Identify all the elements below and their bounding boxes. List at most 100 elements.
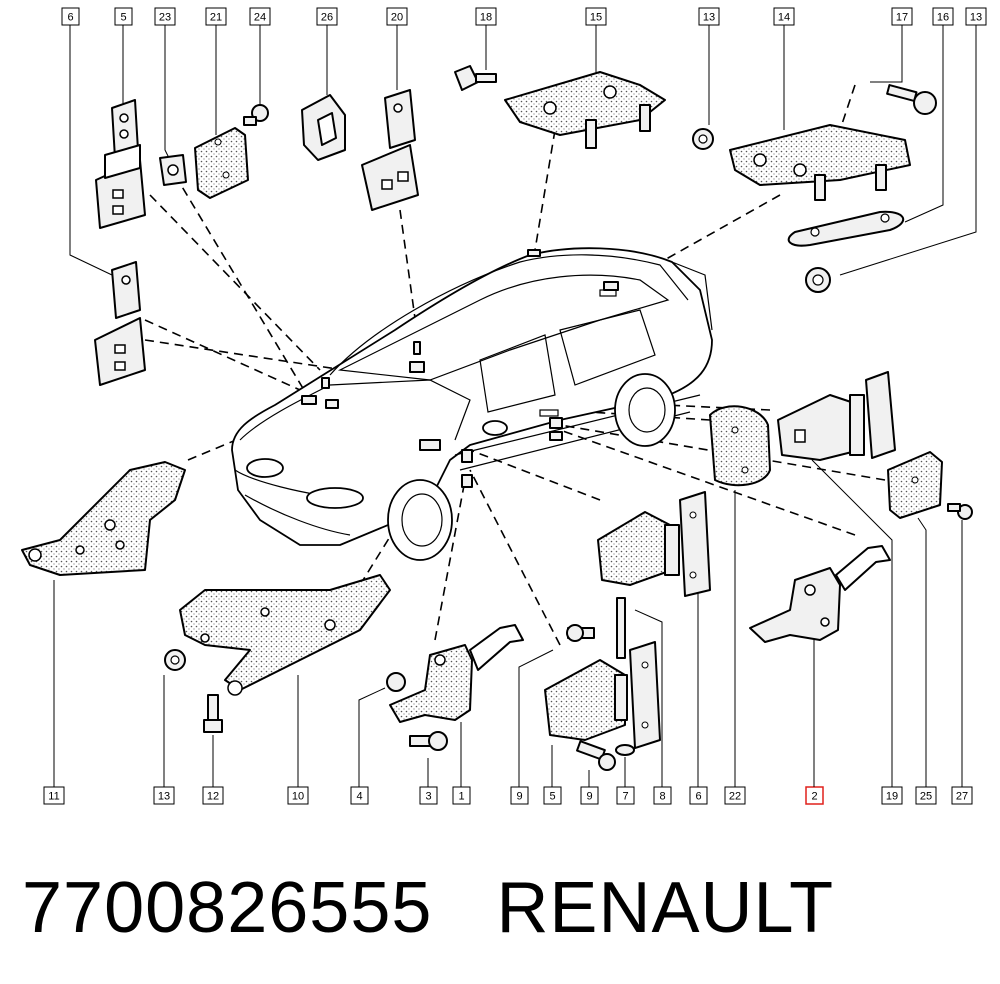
svg-text:17: 17 (896, 12, 908, 24)
part-4-nut[interactable] (386, 672, 406, 692)
caption: 7700826555 RENAULT (22, 858, 834, 958)
callout-25-bottom[interactable]: 25 (915, 786, 937, 805)
callout-19-bottom[interactable]: 19 (881, 786, 903, 805)
part-5-hinge-bottom[interactable] (544, 641, 661, 749)
part-13-nut-top[interactable] (692, 128, 714, 150)
brand-name: RENAULT (496, 868, 835, 948)
svg-text:9: 9 (586, 791, 592, 803)
car-body (231, 247, 713, 561)
callout-13-bottom[interactable]: 13 (153, 786, 175, 805)
part-10-hinge[interactable] (179, 574, 391, 696)
part-6-hinge-left[interactable] (94, 261, 146, 386)
part-8-pin[interactable] (616, 597, 626, 659)
svg-text:1: 1 (458, 791, 464, 803)
callout-5-bottom[interactable]: 5 (543, 786, 562, 805)
part-13-nut-bottom[interactable] (164, 649, 186, 671)
callout-6-top[interactable]: 6 (61, 7, 80, 26)
part-6-hinge-right[interactable] (597, 491, 711, 597)
svg-text:22: 22 (729, 791, 741, 803)
part-12-bolt[interactable] (203, 694, 223, 733)
callout-26-top[interactable]: 26 (316, 7, 338, 26)
callout-13-top-b[interactable]: 13 (965, 7, 987, 26)
part-1-door-check[interactable] (389, 624, 524, 723)
callout-10-bottom[interactable]: 10 (287, 786, 309, 805)
svg-text:8: 8 (659, 791, 665, 803)
svg-text:12: 12 (207, 791, 219, 803)
part-22-pad[interactable] (709, 405, 771, 487)
callout-5-top[interactable]: 5 (114, 7, 133, 26)
svg-text:27: 27 (956, 791, 968, 803)
svg-text:5: 5 (549, 791, 555, 803)
svg-text:13: 13 (703, 12, 715, 24)
callout-4-bottom[interactable]: 4 (350, 786, 369, 805)
callout-17-top[interactable]: 17 (891, 7, 913, 26)
svg-text:18: 18 (480, 12, 492, 24)
callout-3-bottom[interactable]: 3 (419, 786, 438, 805)
callout-1-bottom[interactable]: 1 (452, 786, 471, 805)
part-19-hinge[interactable] (777, 371, 896, 461)
part-2-door-check[interactable] (749, 545, 891, 643)
parts-diagram: 6 5 23 21 24 26 20 18 15 13 14 17 16 13 … (21, 7, 987, 805)
part-3-bolt[interactable] (409, 731, 448, 751)
svg-text:13: 13 (158, 791, 170, 803)
svg-text:24: 24 (254, 12, 266, 24)
svg-text:9: 9 (516, 791, 522, 803)
callout-23-top[interactable]: 23 (154, 7, 176, 26)
svg-text:11: 11 (48, 791, 59, 803)
svg-text:19: 19 (886, 791, 898, 803)
svg-text:16: 16 (937, 12, 949, 24)
svg-text:15: 15 (590, 12, 602, 24)
part-25-pad[interactable] (887, 451, 943, 519)
callout-27-bottom[interactable]: 27 (951, 786, 973, 805)
callout-22-bottom[interactable]: 22 (724, 786, 746, 805)
svg-text:6: 6 (695, 791, 701, 803)
callout-18-top[interactable]: 18 (475, 7, 497, 26)
car-fittings (301, 249, 619, 488)
part-14-hinge[interactable] (729, 124, 911, 201)
callout-20-top[interactable]: 20 (386, 7, 408, 26)
svg-text:6: 6 (67, 12, 73, 24)
svg-text:13: 13 (970, 12, 982, 24)
callout-15-top[interactable]: 15 (585, 7, 607, 26)
callout-21-top[interactable]: 21 (205, 7, 227, 26)
part-17-bolt[interactable] (886, 84, 937, 115)
part-13-nut-right[interactable] (805, 267, 831, 293)
callouts-top: 6 5 23 21 24 26 20 18 15 13 14 17 16 13 (61, 7, 987, 26)
part-21-pad[interactable] (194, 127, 249, 199)
svg-text:20: 20 (391, 12, 403, 24)
callout-8-bottom[interactable]: 8 (653, 786, 672, 805)
part-16-plate[interactable] (787, 210, 905, 247)
callout-11-bottom[interactable]: 11 (43, 786, 65, 805)
svg-text:2: 2 (811, 791, 817, 803)
callout-2-bottom-highlighted[interactable]: 2 (805, 786, 824, 805)
callouts-bottom: 11 13 12 10 4 3 1 9 5 9 7 8 6 22 2 19 25… (43, 786, 973, 805)
svg-text:10: 10 (292, 791, 304, 803)
callout-12-bottom[interactable]: 12 (202, 786, 224, 805)
callout-9-bottom-b[interactable]: 9 (580, 786, 599, 805)
svg-text:26: 26 (321, 12, 333, 24)
part-number: 7700826555 (22, 868, 433, 948)
callout-24-top[interactable]: 24 (249, 7, 271, 26)
part-27-screw[interactable] (947, 503, 973, 520)
svg-text:4: 4 (356, 791, 362, 803)
part-18-bolt[interactable] (454, 65, 497, 91)
callout-9-bottom-a[interactable]: 9 (510, 786, 529, 805)
part-20-hinge[interactable] (361, 89, 419, 211)
part-9-bolt-a[interactable] (566, 624, 595, 642)
svg-text:23: 23 (159, 12, 171, 24)
part-15-hinge[interactable] (504, 71, 666, 149)
part-9-bolt-b[interactable] (576, 740, 616, 771)
svg-text:21: 21 (210, 12, 222, 24)
part-5-hinge-top[interactable] (95, 99, 146, 229)
callout-7-bottom[interactable]: 7 (616, 786, 635, 805)
part-24-screw[interactable] (243, 104, 269, 126)
svg-text:25: 25 (920, 791, 932, 803)
callout-14-top[interactable]: 14 (773, 7, 795, 26)
part-23-clip[interactable] (159, 154, 187, 186)
callout-6-bottom[interactable]: 6 (689, 786, 708, 805)
part-11-hinge-plate[interactable] (21, 461, 186, 576)
callout-16-top[interactable]: 16 (932, 7, 954, 26)
callout-13-top-a[interactable]: 13 (698, 7, 720, 26)
part-7-washer[interactable] (615, 744, 635, 756)
part-26-bracket[interactable] (301, 94, 346, 161)
